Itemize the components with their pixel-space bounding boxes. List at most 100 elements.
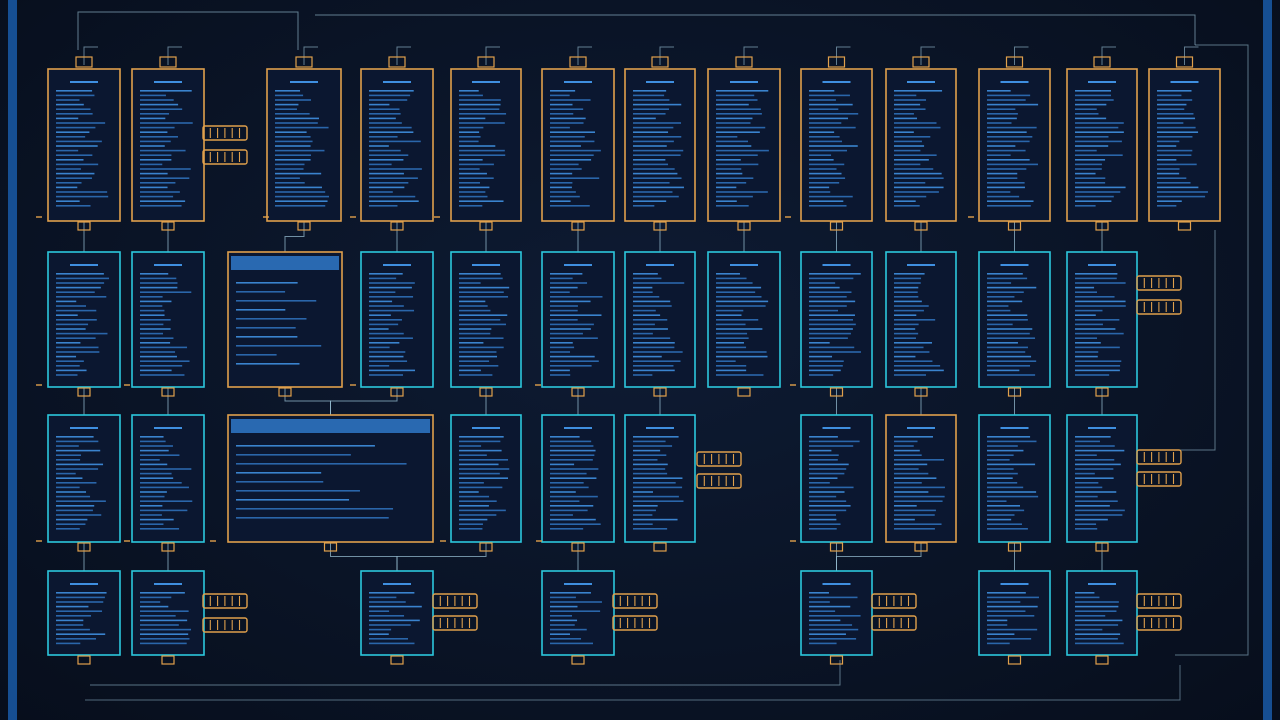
node-text-line bbox=[56, 505, 95, 507]
node-text-line bbox=[894, 365, 941, 367]
node-marker bbox=[536, 540, 542, 542]
node-text-line bbox=[987, 500, 1007, 502]
node-text-line bbox=[140, 328, 171, 330]
node-marker bbox=[36, 540, 42, 542]
node-text-line bbox=[140, 500, 193, 502]
node-text-line bbox=[550, 195, 580, 198]
node-text-line bbox=[809, 463, 849, 466]
node-text-line bbox=[140, 90, 192, 92]
node-text-line bbox=[809, 610, 836, 612]
node-text-line bbox=[550, 300, 591, 303]
node-text-line bbox=[987, 177, 1018, 179]
node-text-line bbox=[987, 642, 1010, 645]
node-text-line bbox=[369, 596, 397, 599]
stub-line bbox=[1014, 46, 1029, 65]
node-text-line bbox=[459, 177, 494, 179]
node-text-line bbox=[369, 191, 393, 193]
node-text-line bbox=[275, 94, 304, 97]
node-text-line bbox=[1075, 117, 1107, 120]
node-text-line bbox=[987, 136, 1033, 138]
node-text-line bbox=[633, 459, 658, 461]
node-text-line bbox=[987, 90, 1011, 92]
node-text-line bbox=[716, 305, 766, 307]
node-text-line bbox=[56, 472, 76, 475]
node-text-line bbox=[56, 136, 86, 138]
node-text-line bbox=[987, 154, 1011, 156]
node-text-line bbox=[140, 346, 188, 349]
port-box bbox=[829, 542, 844, 552]
node-text-line bbox=[459, 277, 503, 280]
node-text-line bbox=[987, 445, 1018, 447]
node-text-line bbox=[56, 277, 110, 280]
node-text-line bbox=[56, 286, 101, 289]
node-text-line bbox=[809, 117, 849, 120]
node-text-line bbox=[275, 182, 305, 184]
node-text-line bbox=[716, 136, 738, 138]
node-text-line bbox=[716, 328, 763, 330]
node-text-line bbox=[987, 459, 1010, 461]
node-text-line bbox=[56, 477, 83, 479]
port-box bbox=[75, 56, 93, 68]
node-text-line bbox=[140, 195, 174, 198]
node-text-line bbox=[1075, 131, 1124, 133]
node-text-line bbox=[1075, 273, 1118, 275]
node-text-line bbox=[369, 360, 408, 362]
node-text-line bbox=[809, 615, 861, 617]
node-text-line bbox=[1075, 205, 1096, 207]
node-text-line bbox=[987, 113, 1018, 115]
bus-layer bbox=[77, 11, 1249, 701]
node-text-line bbox=[1157, 140, 1180, 143]
node-text-line bbox=[1075, 323, 1103, 326]
node-text-line bbox=[809, 436, 838, 438]
node-text-line bbox=[56, 149, 79, 152]
node-text-line bbox=[56, 365, 80, 367]
bus-connector bbox=[202, 125, 248, 141]
node-box bbox=[885, 68, 957, 222]
node-text-line bbox=[140, 200, 186, 202]
node-title-line bbox=[1000, 264, 1029, 266]
node-text-line bbox=[550, 90, 576, 92]
port-box bbox=[1007, 387, 1022, 397]
node-text-line bbox=[550, 286, 578, 289]
bus-connector-frame bbox=[1136, 299, 1182, 315]
node-text-line bbox=[809, 191, 831, 193]
node-text-line bbox=[1075, 360, 1122, 362]
node-text-line bbox=[140, 186, 168, 189]
node-text-line bbox=[56, 596, 105, 599]
node-text-line bbox=[809, 103, 853, 106]
node-title-line bbox=[646, 264, 674, 266]
node-text-line bbox=[550, 355, 595, 358]
node-text-line bbox=[56, 163, 99, 166]
port-box bbox=[479, 387, 493, 397]
node-text-line bbox=[1075, 149, 1097, 152]
node-text-line bbox=[140, 182, 176, 184]
node-text-line bbox=[459, 140, 479, 143]
node-text-line bbox=[809, 337, 848, 339]
node-text-line bbox=[633, 277, 662, 280]
top-bus-line bbox=[77, 11, 299, 50]
node-text-line bbox=[1075, 186, 1126, 189]
node-text-line bbox=[459, 131, 480, 133]
node-text-line bbox=[550, 436, 580, 438]
node-text-line bbox=[369, 131, 414, 133]
node-text-line bbox=[1075, 108, 1097, 110]
node-text-line bbox=[894, 436, 933, 438]
node-text-line bbox=[633, 468, 666, 470]
node-text-line bbox=[809, 186, 830, 189]
node-text-line bbox=[369, 628, 392, 631]
node-text-line bbox=[369, 172, 404, 175]
diagram-node bbox=[707, 56, 781, 231]
node-text-line bbox=[809, 177, 846, 179]
node-text-line bbox=[236, 481, 324, 483]
node-text-line bbox=[459, 186, 490, 189]
node-text-line bbox=[140, 140, 171, 143]
node-text-line bbox=[894, 495, 945, 498]
bus-connector bbox=[1136, 593, 1182, 609]
node-text-line bbox=[1075, 145, 1109, 147]
node-title-line bbox=[383, 264, 411, 266]
node-text-line bbox=[716, 342, 744, 344]
node-text-line bbox=[459, 273, 501, 275]
node-box bbox=[47, 68, 121, 222]
node-text-line bbox=[275, 122, 318, 124]
